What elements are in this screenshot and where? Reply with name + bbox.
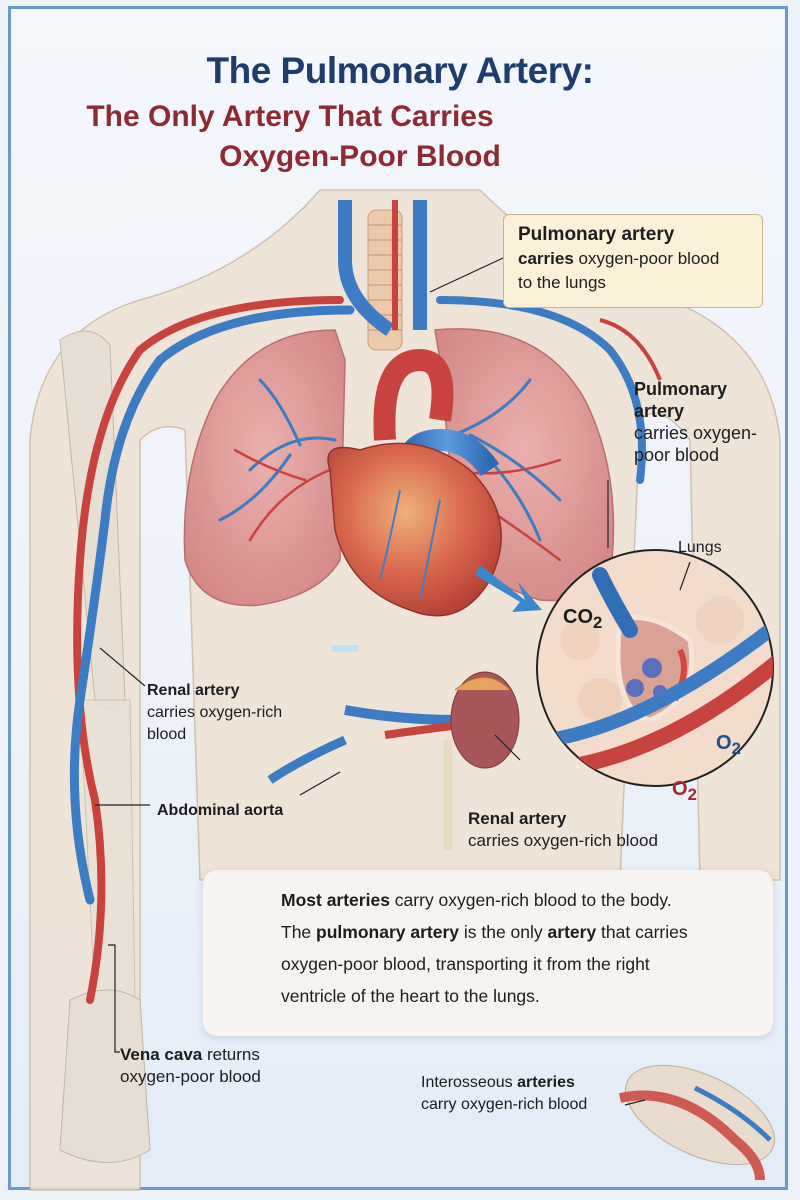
- label-heading: Vena cava: [120, 1045, 203, 1064]
- info-box: Most arteries carry oxygen-rich blood to…: [203, 870, 773, 1036]
- info-text: blood to the body.: [529, 890, 672, 910]
- kidney: [450, 671, 520, 769]
- label-o2-red: O2: [672, 778, 697, 806]
- callout-heading: Pulmonary artery: [518, 224, 675, 245]
- label-line1: carries oxygen-rich blood: [468, 831, 658, 850]
- label-lungs: Lungs: [678, 539, 722, 556]
- label-renal-artery-right: Renal artery carries oxygen-rich blood: [468, 808, 658, 852]
- info-bold: Most arteries: [281, 890, 390, 910]
- title-line-1: The Pulmonary Artery:: [206, 50, 595, 91]
- callout-bold: carries: [518, 249, 574, 268]
- label-bold: arteries: [517, 1074, 575, 1091]
- label-renal-artery-left: Renal artery carries oxygen-rich blood: [147, 680, 282, 746]
- info-text: The: [281, 922, 317, 942]
- info-text: that carries: [596, 922, 688, 942]
- alveoli-zoom: [536, 549, 774, 787]
- heart: [327, 442, 502, 617]
- info-sentence-2: The pulmonary artery is the only artery …: [281, 916, 755, 948]
- o2-red-text: O: [672, 778, 688, 800]
- label-line2: poor blood: [634, 445, 720, 465]
- co2-text: CO: [563, 606, 593, 628]
- label-heading: Renal artery: [468, 809, 567, 828]
- info-line-3: oxygen-poor blood, transporting it from …: [281, 954, 650, 974]
- label-pulmonary-artery-right: Pulmonary artery carries oxygen- poor bl…: [634, 378, 757, 466]
- info-text: is the only: [459, 922, 548, 942]
- info-line-4: ventricle of the heart to the lungs.: [281, 986, 540, 1006]
- label-heading: Renal artery: [147, 682, 240, 699]
- label-abdominal-aorta: Abdominal aorta: [157, 802, 284, 819]
- label-o2-blue: O2: [716, 732, 741, 760]
- label-line2: carry oxygen-rich blood: [421, 1096, 588, 1113]
- label-line2: oxygen-poor blood: [120, 1067, 261, 1086]
- blue-arrow-icon: [475, 565, 542, 612]
- o2-text: O: [716, 732, 732, 754]
- title-line-2: The Only Artery That Carries: [86, 100, 494, 133]
- interosseous-detail: [618, 1064, 775, 1181]
- o2-sub: 2: [731, 739, 741, 758]
- info-bold: artery: [547, 922, 597, 942]
- label-rest: returns: [202, 1045, 260, 1064]
- label-prefix: Interosseous: [421, 1074, 518, 1091]
- leader-lines: [95, 257, 691, 1106]
- info-bold: pulmonary artery: [316, 922, 459, 942]
- label-heading: Pulmonary: [634, 379, 728, 399]
- label-line1: carries oxygen-: [634, 423, 758, 443]
- label-vena-cava: Vena cava returns oxygen-poor blood: [120, 1044, 261, 1088]
- label-heading-2: artery: [634, 401, 685, 421]
- right-lung: [183, 329, 346, 607]
- label-line2: blood: [147, 726, 187, 743]
- title-line-3: Oxygen-Poor Blood: [219, 140, 501, 173]
- pulmonary-artery-callout: Pulmonary artery carries oxygen-poor blo…: [503, 214, 763, 308]
- o2-red-sub: 2: [687, 785, 697, 804]
- label-interosseous-arteries: Interosseous arteries carry oxygen-rich …: [421, 1072, 587, 1116]
- info-sentence-1: Most arteries carry oxygen-rich blood to…: [281, 884, 755, 916]
- callout-line2: to the lungs: [518, 273, 606, 292]
- callout-text: oxygen-poor blood: [573, 249, 720, 268]
- co2-sub: 2: [593, 613, 603, 632]
- label-co2: CO2: [563, 606, 602, 634]
- info-text: carry oxygen-rich: [389, 890, 530, 910]
- label-line1: carries oxygen-rich: [147, 704, 283, 721]
